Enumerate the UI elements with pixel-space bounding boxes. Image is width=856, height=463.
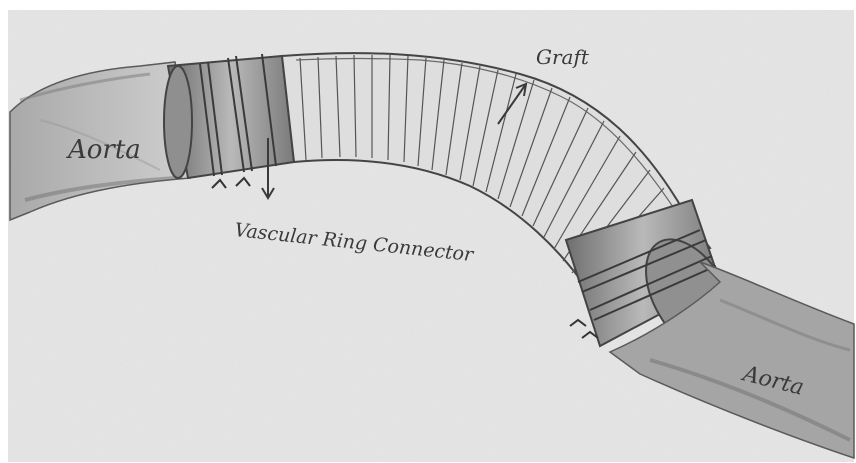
aorta-left-label: Aorta <box>66 135 141 165</box>
graft-label: Graft <box>536 45 590 69</box>
